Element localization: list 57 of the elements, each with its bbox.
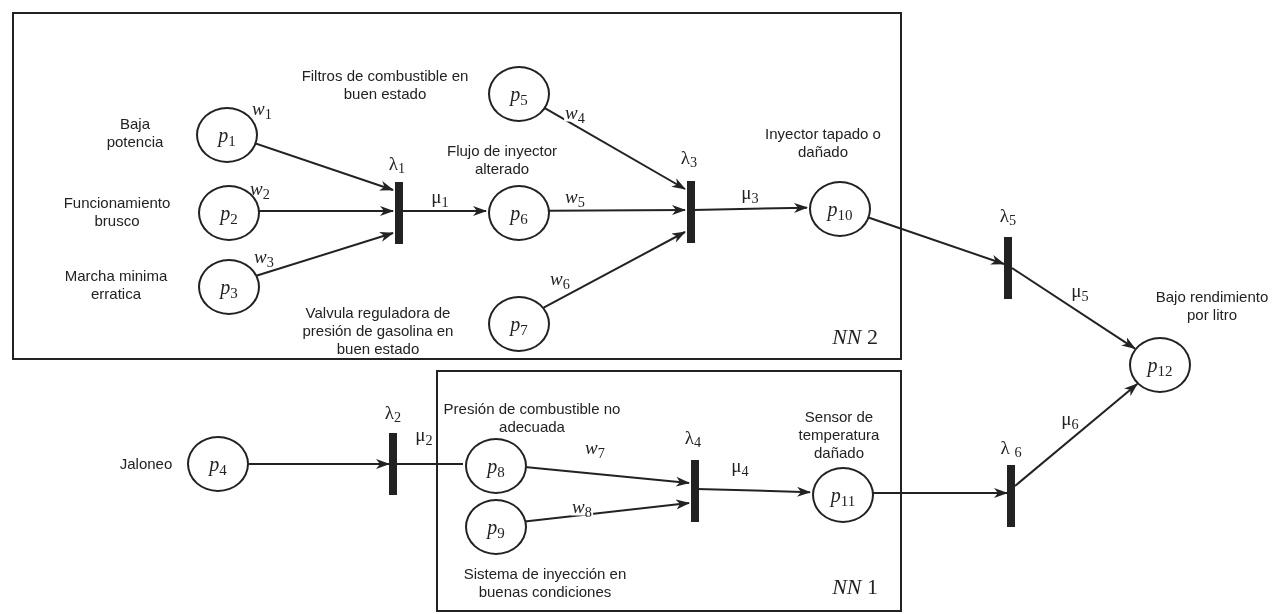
place-symbol: p$_{7}$: [510, 314, 528, 334]
place-circle: [809, 181, 871, 237]
place-circle: [812, 467, 874, 523]
place-description: Baja potencia: [105, 115, 165, 151]
transition-label: λ$_{1}$: [388, 153, 406, 173]
place-description: Bajo rendimiento por litro: [1154, 288, 1270, 324]
arrow: [696, 486, 811, 497]
arrow: [1014, 383, 1139, 487]
place-description: Funcionamiento brusco: [62, 194, 172, 230]
place-circle: [1129, 337, 1191, 393]
subnet-label: NN 2: [832, 326, 878, 348]
place-symbol: p$_{2}$: [220, 203, 238, 223]
place-circle: [488, 66, 550, 122]
place-description: Filtros de combustible en buen estado: [300, 67, 470, 103]
place-description: Inyector tapado o dañado: [764, 125, 882, 161]
transition-label: λ$_{3}$: [680, 147, 698, 167]
place-circle: [465, 499, 527, 555]
transition-label: λ $_{6}$: [1000, 437, 1022, 457]
arrow: [255, 232, 394, 277]
transition-label: λ$_{5}$: [999, 205, 1017, 225]
transition-bar: [691, 460, 699, 522]
place-circle: [465, 438, 527, 494]
place-description: Jaloneo: [119, 455, 173, 473]
place-symbol: p$_{1}$: [218, 125, 236, 145]
place-description: Sensor de temperatura dañado: [797, 408, 881, 462]
place-symbol: p$_{12}$: [1147, 355, 1173, 375]
transition-bar: [395, 182, 403, 244]
place-symbol: p$_{10}$: [827, 199, 853, 219]
arrow: [248, 459, 390, 469]
place-symbol: p$_{3}$: [220, 277, 238, 297]
transition-label: λ$_{2}$: [384, 402, 402, 422]
place-description: Presión de combustible no adecuada: [442, 400, 622, 436]
arrow: [1011, 267, 1136, 350]
place-description: Valvula reguladora de presión de gasolina en buen estado: [301, 304, 455, 358]
place-circle: [488, 185, 550, 241]
transition-bar: [1004, 237, 1012, 299]
arrow: [400, 206, 487, 216]
place-symbol: p$_{4}$: [209, 454, 227, 474]
arrow: [692, 202, 808, 213]
place-symbol: p$_{11}$: [830, 485, 856, 505]
place-symbol: p$_{8}$: [487, 456, 505, 476]
place-circle: [488, 296, 550, 352]
subnet-frame: [12, 12, 902, 360]
place-symbol: p$_{5}$: [510, 84, 528, 104]
transition-bar: [389, 433, 397, 495]
transition-bar: [1007, 465, 1015, 527]
place-description: Sistema de inyección en buenas condiciones: [462, 565, 628, 601]
subnet-label: NN 1: [832, 576, 878, 598]
subnet-frame: [436, 370, 902, 612]
transition-bar: [687, 181, 695, 243]
place-symbol: p$_{9}$: [487, 517, 505, 537]
place-description: Marcha minima erratica: [63, 267, 169, 303]
place-circle: [187, 436, 249, 492]
transition-label: λ$_{4}$: [684, 427, 702, 447]
place-description: Flujo de inyector alterado: [445, 142, 559, 178]
arrow: [542, 231, 686, 309]
place-symbol: p$_{6}$: [510, 203, 528, 223]
